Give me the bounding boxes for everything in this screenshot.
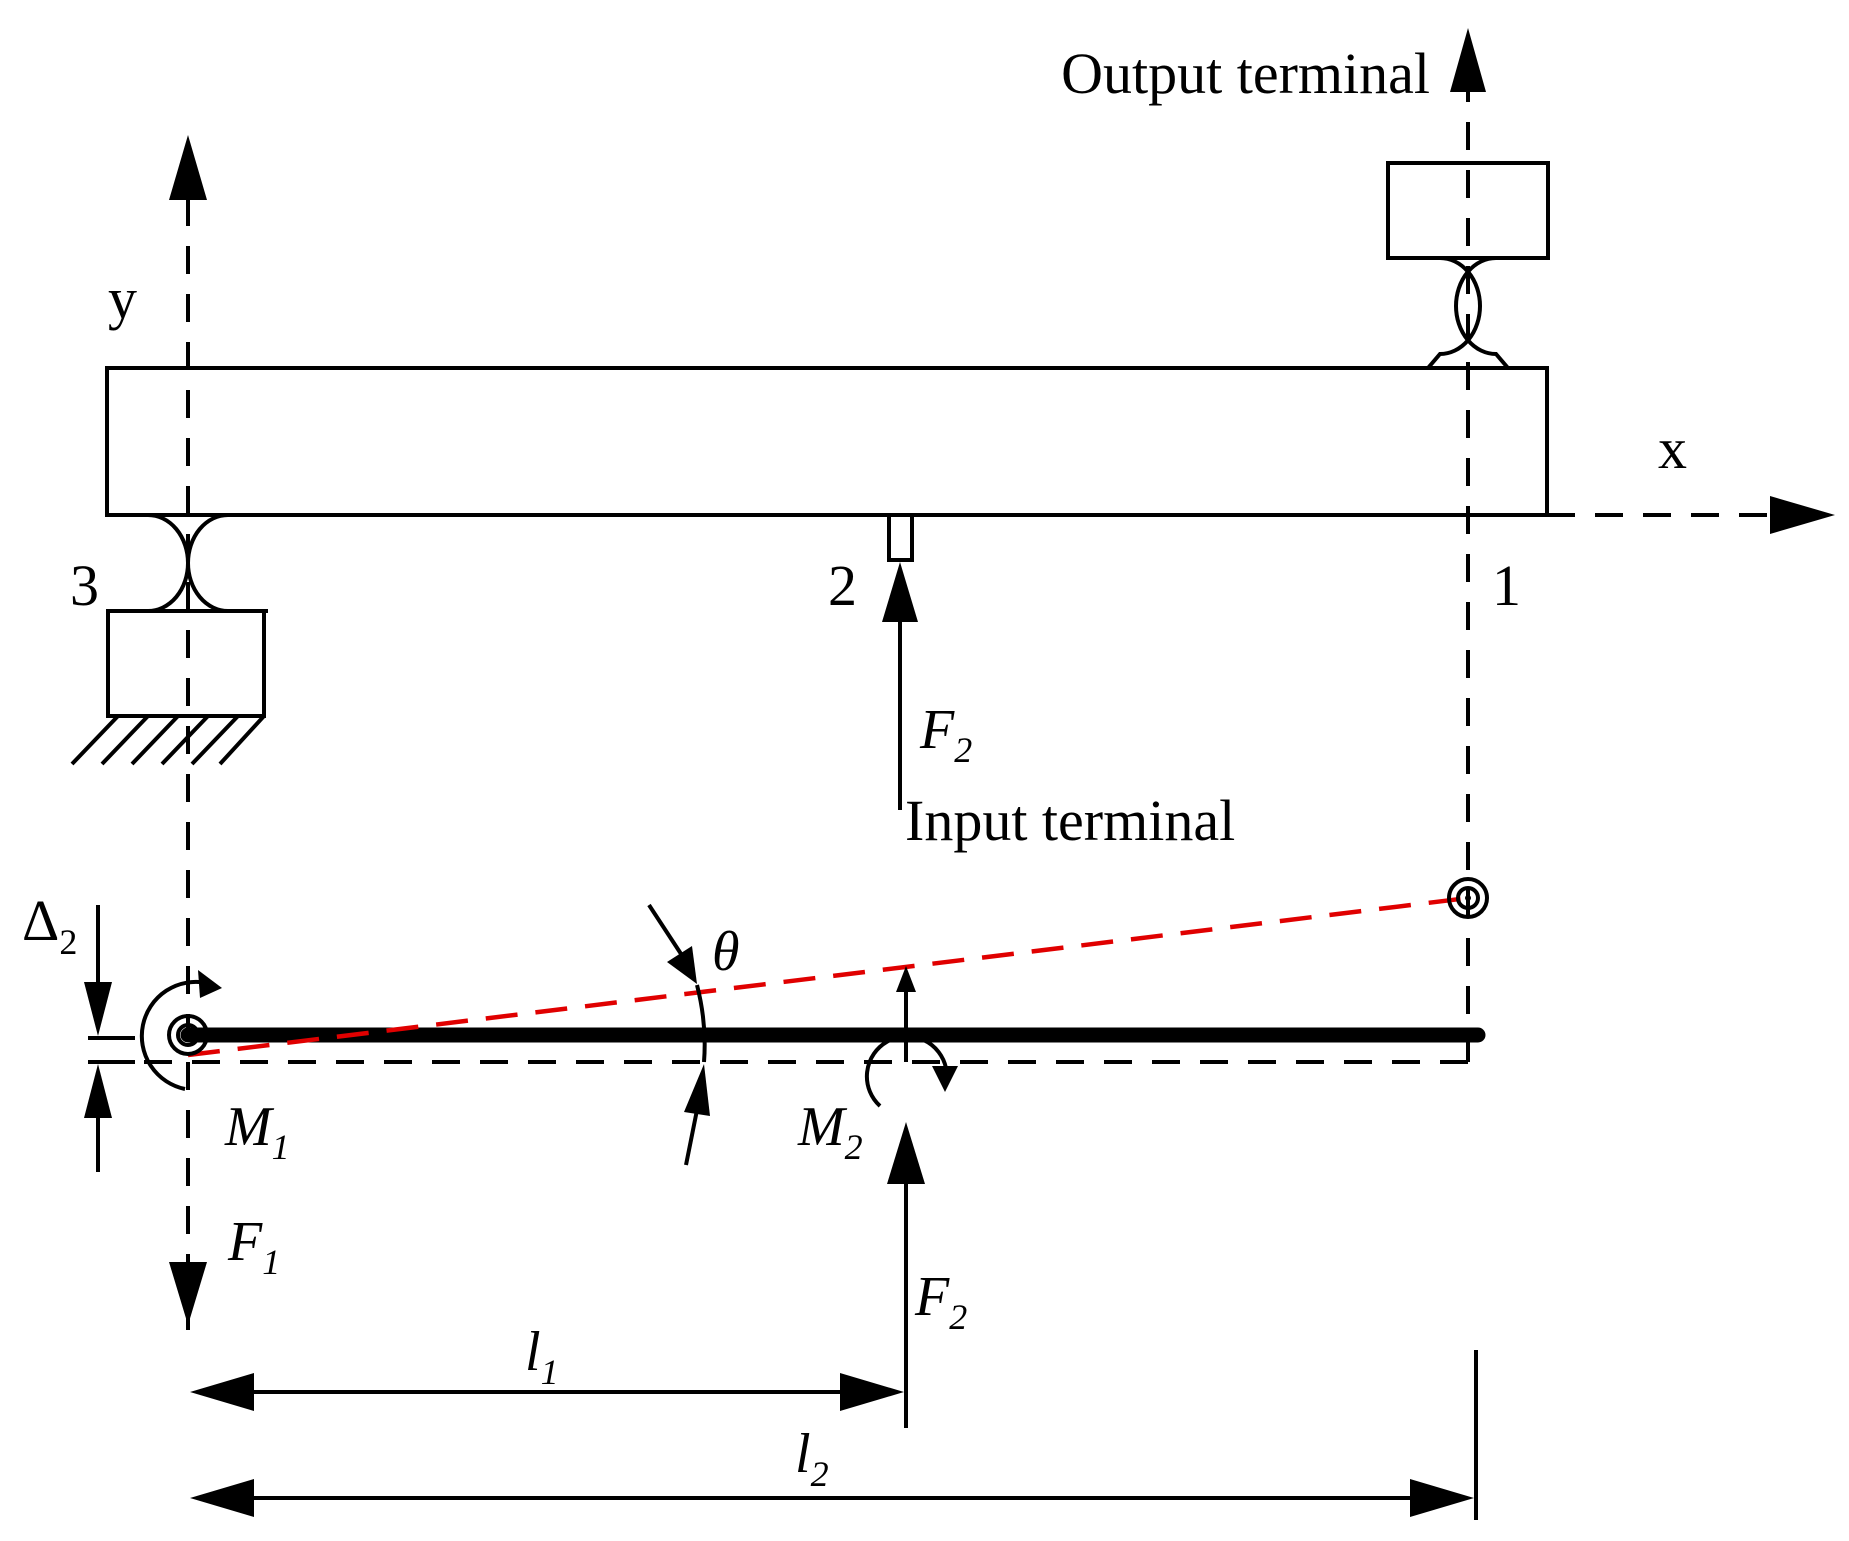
node-3-label: 3 <box>70 553 99 618</box>
delta-label: Δ2 <box>22 888 77 962</box>
force-f2-lower-label: F2 <box>914 1266 967 1337</box>
moment-m2-arrowhead <box>932 1066 958 1092</box>
theta-arrow-top-head <box>667 946 697 984</box>
moment-m1-label: M1 <box>224 1096 290 1167</box>
dim-l2-arrow-left <box>190 1479 254 1517</box>
ground-hatching <box>70 714 266 766</box>
output-block <box>1386 161 1550 260</box>
moment-m1-arc <box>139 979 208 1091</box>
force-f1-label: F1 <box>227 1211 280 1282</box>
input-slot <box>887 515 914 562</box>
dim-l1-arrow-right <box>840 1373 904 1411</box>
node-1-label: 1 <box>1492 553 1521 618</box>
y-axis-arrowhead <box>169 135 207 200</box>
input-terminal-label: Input terminal <box>905 788 1235 853</box>
theta-arrow-top-shaft <box>647 903 687 962</box>
input-force-label: F2 <box>919 699 972 770</box>
input-force-arrowhead <box>882 562 918 622</box>
moment-m1-arrowhead <box>198 970 222 998</box>
theta-arrow-bottom-shaft <box>684 1109 699 1166</box>
force-f2-lower-arrowhead <box>887 1122 925 1184</box>
input-displacement-head <box>896 966 916 992</box>
force-f1-arrowhead <box>169 1262 207 1325</box>
moment-m2-arc <box>864 1034 948 1108</box>
y-axis-label: y <box>108 266 137 331</box>
x-axis-arrowhead <box>1770 496 1835 534</box>
fixed-flexure-hinge <box>108 513 268 613</box>
node-2-label: 2 <box>828 553 857 618</box>
theta-arc <box>695 984 707 1063</box>
deflected-lever-line <box>187 895 1469 1058</box>
output-flexure-hinge <box>1388 256 1548 370</box>
dim-l1-arrow-left <box>190 1373 254 1411</box>
theta-label: θ <box>712 921 740 983</box>
dim-l1-label: l1 <box>525 1321 559 1392</box>
delta-arrow-top-head <box>84 982 112 1036</box>
output-axis-arrowhead <box>1450 28 1486 92</box>
dim-l2-arrow-right <box>1410 1479 1474 1517</box>
output-terminal-label: Output terminal <box>1061 41 1430 106</box>
dim-l2-label: l2 <box>795 1423 829 1494</box>
x-axis-label: x <box>1658 416 1687 481</box>
output-pivot-symbol <box>1447 877 1489 919</box>
delta-arrow-bottom-head <box>84 1064 112 1118</box>
moment-m2-label: M2 <box>797 1096 863 1167</box>
lever-beam <box>105 366 1549 517</box>
theta-arrow-bottom-head <box>684 1064 710 1116</box>
fixed-pivot-symbol <box>167 1014 209 1056</box>
